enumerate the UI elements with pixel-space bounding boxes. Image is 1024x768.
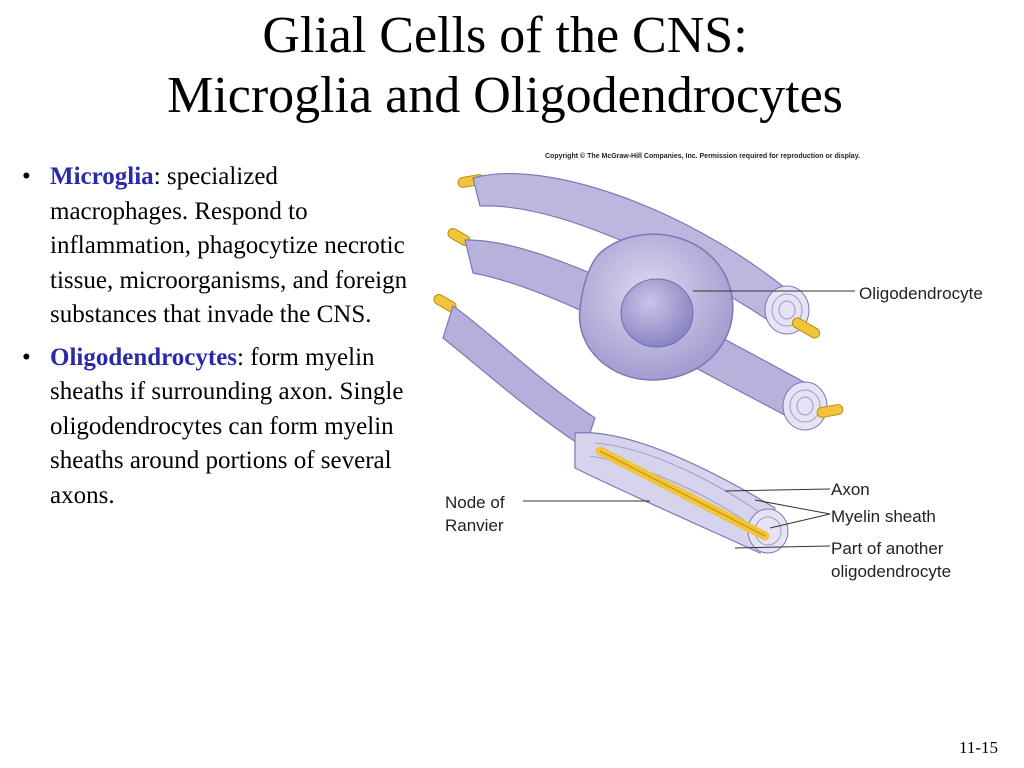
- copyright-notice: Copyright © The McGraw-Hill Companies, I…: [545, 153, 861, 160]
- bullet-list: • Microglia: specialized macrophages. Re…: [22, 160, 417, 521]
- label-another-oligodendrocyte-2: oligodendrocyte: [831, 562, 952, 581]
- leader-line: [734, 545, 831, 549]
- label-myelin-sheath: Myelin sheath: [831, 507, 936, 526]
- nucleus: [620, 278, 694, 348]
- leader-line: [769, 513, 831, 529]
- label-oligodendrocyte: Oligodendrocyte: [859, 284, 983, 303]
- term-microglia: Microglia: [50, 163, 154, 190]
- label-node-of-ranvier-2: Ranvier: [445, 516, 504, 535]
- label-axon: Axon: [831, 480, 870, 499]
- bullet-marker: •: [22, 343, 31, 371]
- title-line-1: Glial Cells of the CNS:: [262, 7, 748, 64]
- title-line-2: Microglia and Oligodendrocytes: [167, 67, 843, 124]
- cell-process: [442, 305, 596, 449]
- bullet-text: : specialized macrophages. Respond to in…: [50, 163, 408, 328]
- bullet-oligodendrocytes: • Oligodendrocytes: form myelin sheaths …: [22, 341, 417, 514]
- bullet-text: : form myelin sheaths if surrounding axo…: [50, 343, 404, 509]
- slide-title: Glial Cells of the CNS: Microglia and Ol…: [0, 6, 1010, 126]
- label-node-of-ranvier-1: Node of: [445, 493, 505, 512]
- bullet-microglia: • Microglia: specialized macrophages. Re…: [22, 160, 417, 333]
- slide-number: 11-15: [958, 738, 998, 757]
- term-oligodendrocytes: Oligodendrocytes: [50, 343, 238, 371]
- bullet-marker: •: [22, 163, 31, 190]
- leader-line: [754, 499, 831, 515]
- axon-stub: [791, 317, 821, 339]
- axon-stub: [816, 404, 844, 418]
- label-another-oligodendrocyte-1: Part of another: [831, 539, 944, 558]
- leader-line: [724, 488, 831, 492]
- oligodendrocyte-illustration: [433, 173, 855, 554]
